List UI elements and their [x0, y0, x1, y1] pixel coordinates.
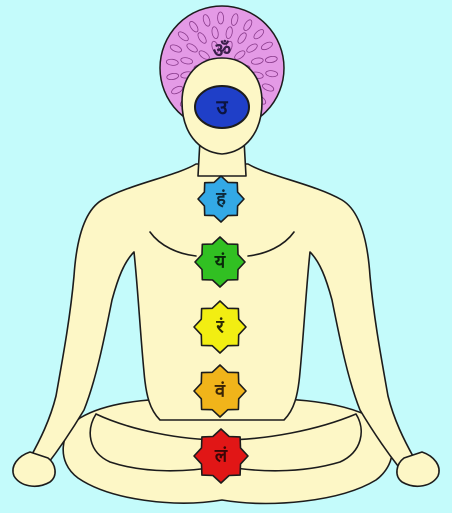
lotus-petal: [243, 19, 253, 31]
lotus-petal: [169, 44, 182, 53]
lotus-petal: [171, 85, 184, 95]
lotus-petal: [180, 57, 194, 65]
throat-syllable: हं: [215, 189, 227, 210]
crown-syllable: ॐ: [213, 38, 231, 62]
chest-line-left: [149, 231, 197, 257]
lotus-petal: [234, 50, 246, 60]
lotus-petal: [177, 31, 189, 42]
third-eye-chakra: उ: [194, 85, 250, 129]
star-icon: [193, 364, 247, 418]
throat-chakra: हं: [197, 175, 245, 223]
solar-plexus-syllable: रं: [215, 317, 224, 338]
lotus-petal: [231, 13, 239, 26]
solar-plexus-chakra: रं: [193, 300, 247, 354]
right-hand: [396, 451, 440, 488]
lotus-petal: [166, 72, 180, 81]
lotus-petal: [189, 21, 199, 33]
lotus-petal: [165, 58, 179, 66]
lotus-petal: [202, 14, 211, 27]
lotus-petal: [237, 32, 247, 44]
chest-line-right: [247, 231, 295, 257]
heart-syllable: यं: [214, 252, 227, 273]
root-syllable: लं: [214, 446, 228, 467]
heart-chakra: यं: [194, 236, 246, 288]
lotus-petal: [262, 83, 275, 92]
star-icon: [193, 300, 247, 354]
lotus-petal: [224, 40, 233, 54]
left-hand: [12, 451, 56, 488]
lotus-petal: [265, 70, 279, 78]
lotus-petal: [211, 26, 219, 40]
lotus-petal: [197, 32, 207, 44]
star-icon: [194, 236, 246, 288]
lotus-petal: [225, 26, 233, 40]
sacral-syllable: वं: [214, 381, 226, 402]
lotus-petal: [186, 43, 198, 53]
lotus-petal: [260, 41, 273, 51]
third-eye-syllable: उ: [216, 95, 229, 119]
star-icon: [197, 175, 245, 223]
lotus-petal: [211, 40, 220, 54]
eye-icon: [194, 85, 250, 129]
lotus-petal: [253, 29, 265, 40]
lotus-petal: [217, 11, 225, 25]
star-icon: [193, 428, 249, 484]
lotus-petal: [250, 57, 264, 65]
lotus-petal: [246, 43, 258, 53]
lotus-petal: [264, 55, 278, 64]
lotus-petal: [198, 50, 210, 60]
root-chakra: लं: [193, 428, 249, 484]
sacral-chakra: वं: [193, 364, 247, 418]
